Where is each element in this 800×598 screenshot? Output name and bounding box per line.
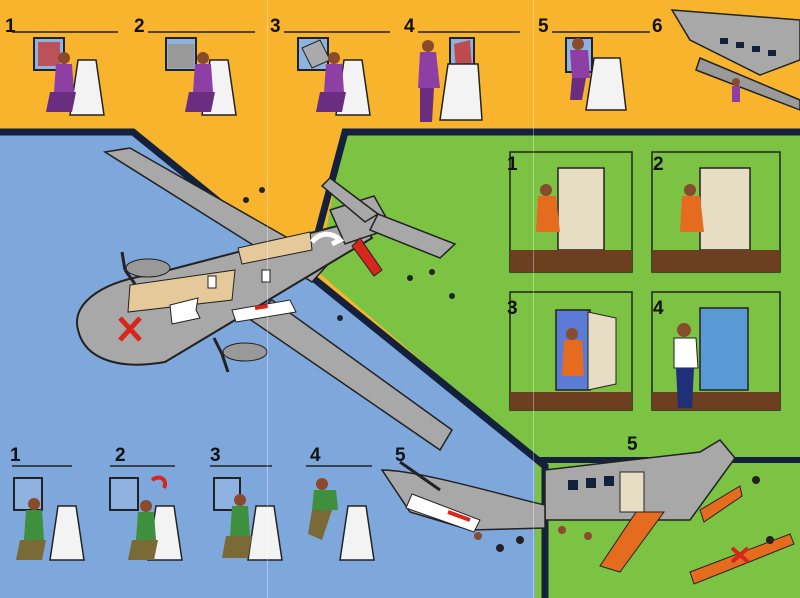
door-exit-slide-illustration bbox=[544, 439, 795, 585]
window-exit-illustration-2 bbox=[148, 31, 255, 116]
door-exit-step-number: 1 bbox=[507, 154, 518, 175]
door-exit-illustration-2 bbox=[651, 151, 781, 273]
overwing-exit-illustration-4 bbox=[306, 465, 375, 561]
overwing-exit-step-number: 1 bbox=[10, 445, 21, 466]
overwing-exit-step-number: 2 bbox=[115, 445, 126, 466]
door-exit-step-number: 3 bbox=[507, 298, 518, 319]
overwing-exit-step-number: 3 bbox=[210, 445, 221, 466]
navy-border-left bbox=[0, 128, 549, 598]
aircraft-window-exit-wing-illustration bbox=[670, 9, 800, 111]
overwing-exit-illustration-2 bbox=[109, 465, 183, 561]
window-exit-step-number: 2 bbox=[134, 16, 145, 37]
door-exit-step-number: 4 bbox=[653, 298, 664, 319]
window-exit-step-number: 1 bbox=[5, 16, 16, 37]
window-exit-step-number: 6 bbox=[652, 16, 663, 37]
door-exit-illustration-4 bbox=[651, 291, 781, 411]
window-exit-illustration-5 bbox=[552, 31, 650, 111]
overwing-exit-illustration-1 bbox=[12, 465, 85, 561]
card-fold-line bbox=[533, 0, 534, 598]
door-exit-step-number: 5 bbox=[627, 434, 638, 455]
door-exit-illustration-1 bbox=[509, 151, 633, 273]
door-exit-step-number: 2 bbox=[653, 154, 664, 175]
window-exit-illustration-3 bbox=[284, 31, 390, 116]
window-exit-step-number: 4 bbox=[404, 16, 415, 37]
navy-border-top bbox=[304, 128, 800, 271]
window-exit-step-number: 3 bbox=[270, 16, 281, 37]
overwing-exit-wing-illustration bbox=[380, 460, 546, 552]
window-exit-illustration-1 bbox=[12, 31, 118, 116]
card-fold-line bbox=[267, 0, 268, 598]
overwing-exit-step-number: 4 bbox=[310, 445, 321, 466]
window-exit-illustration-4 bbox=[418, 31, 520, 122]
overwing-exit-step-number: 5 bbox=[395, 445, 406, 466]
window-exit-step-number: 5 bbox=[538, 16, 549, 37]
overwing-exit-illustration-3 bbox=[210, 465, 283, 561]
aircraft-top-view-illustration bbox=[75, 147, 457, 452]
door-exit-illustration-3 bbox=[509, 291, 633, 411]
